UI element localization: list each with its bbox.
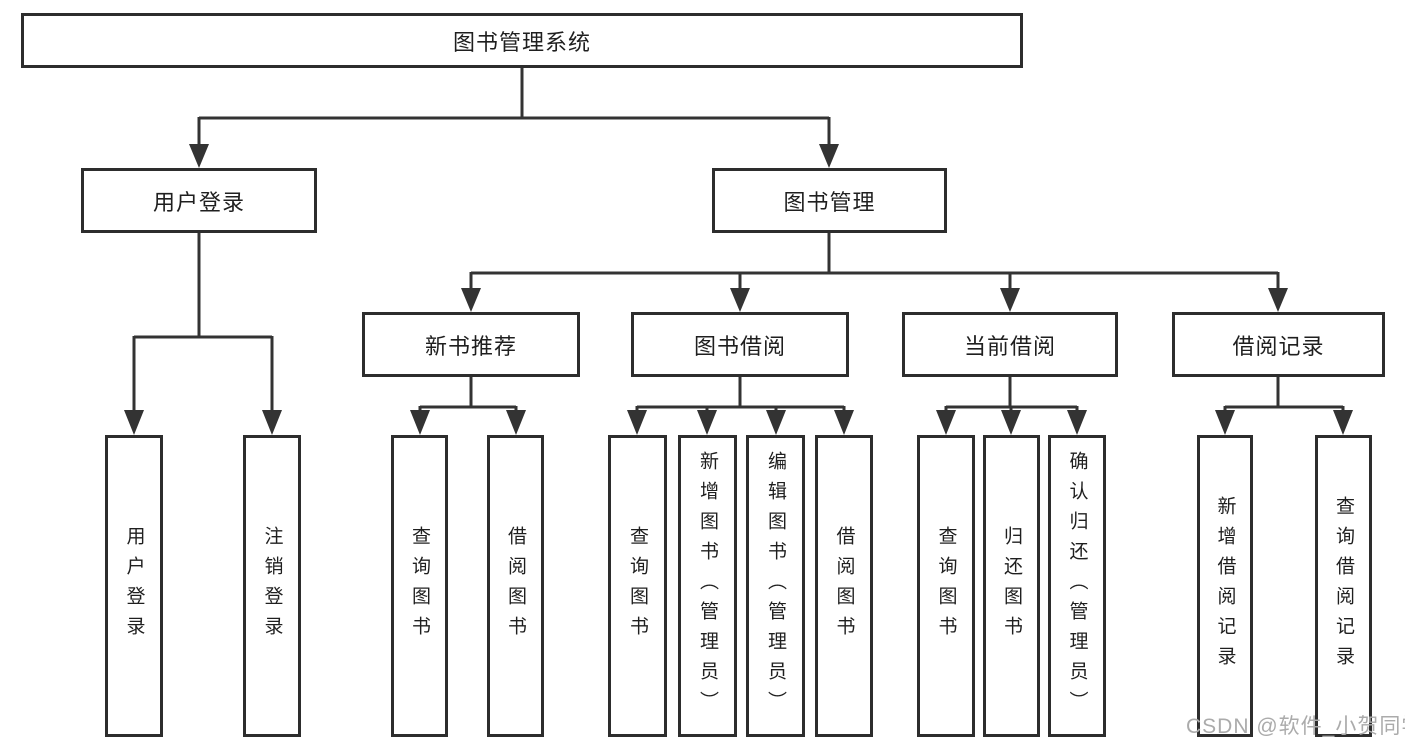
- csdn-watermark: CSDN @软件_小贺同学: [1186, 715, 1405, 738]
- node-book-borrow: 图书借阅: [631, 312, 849, 377]
- node-label: 新增借阅记录: [1214, 496, 1236, 676]
- node-current-borrow: 当前借阅: [902, 312, 1118, 377]
- node-label: 编辑图书（管理员）: [765, 451, 786, 721]
- node-label: 注销登录: [261, 526, 283, 646]
- leaf-query-borrow-record: 查询借阅记录: [1315, 435, 1372, 737]
- node-borrow-records: 借阅记录: [1172, 312, 1385, 377]
- leaf-add-borrow-record: 新增借阅记录: [1197, 435, 1253, 737]
- node-label: 当前借阅: [963, 333, 1056, 359]
- node-label: 借阅记录: [1232, 333, 1325, 359]
- node-label: 确认归还（管理员）: [1066, 451, 1088, 721]
- node-label: 图书管理: [783, 189, 876, 215]
- node-label: 用户登录: [152, 189, 245, 215]
- node-label: 归还图书: [1001, 526, 1022, 646]
- leaf-edit-book-admin: 编辑图书（管理员）: [746, 435, 805, 737]
- node-label: 借阅图书: [505, 526, 526, 646]
- node-label: 查询图书: [627, 526, 648, 646]
- leaf-user-login: 用户登录: [105, 435, 163, 737]
- node-new-book-recommend: 新书推荐: [362, 312, 580, 377]
- leaf-return-book: 归还图书: [983, 435, 1040, 737]
- leaf-logout: 注销登录: [243, 435, 301, 737]
- node-label: 图书管理系统: [452, 29, 591, 55]
- node-label: 借阅图书: [833, 526, 855, 646]
- node-library-management-system: 图书管理系统: [21, 13, 1023, 68]
- node-label: 查询图书: [935, 526, 957, 646]
- leaf-add-book-admin: 新增图书（管理员）: [678, 435, 737, 737]
- node-label: 新书推荐: [424, 333, 517, 359]
- node-label: 图书借阅: [693, 333, 786, 359]
- leaf-query-books-borrow: 查询图书: [608, 435, 667, 737]
- leaf-borrow-books: 借阅图书: [815, 435, 873, 737]
- leaf-query-books-current: 查询图书: [917, 435, 975, 737]
- node-label: 用户登录: [123, 526, 145, 646]
- node-book-management: 图书管理: [712, 168, 947, 233]
- node-label: 查询借阅记录: [1333, 496, 1354, 676]
- leaf-confirm-return-admin: 确认归还（管理员）: [1048, 435, 1106, 737]
- node-label: 查询图书: [409, 526, 430, 646]
- node-user-login: 用户登录: [81, 168, 317, 233]
- leaf-borrow-books-recommend: 借阅图书: [487, 435, 544, 737]
- leaf-query-books-recommend: 查询图书: [391, 435, 448, 737]
- node-label: 新增图书（管理员）: [697, 451, 718, 721]
